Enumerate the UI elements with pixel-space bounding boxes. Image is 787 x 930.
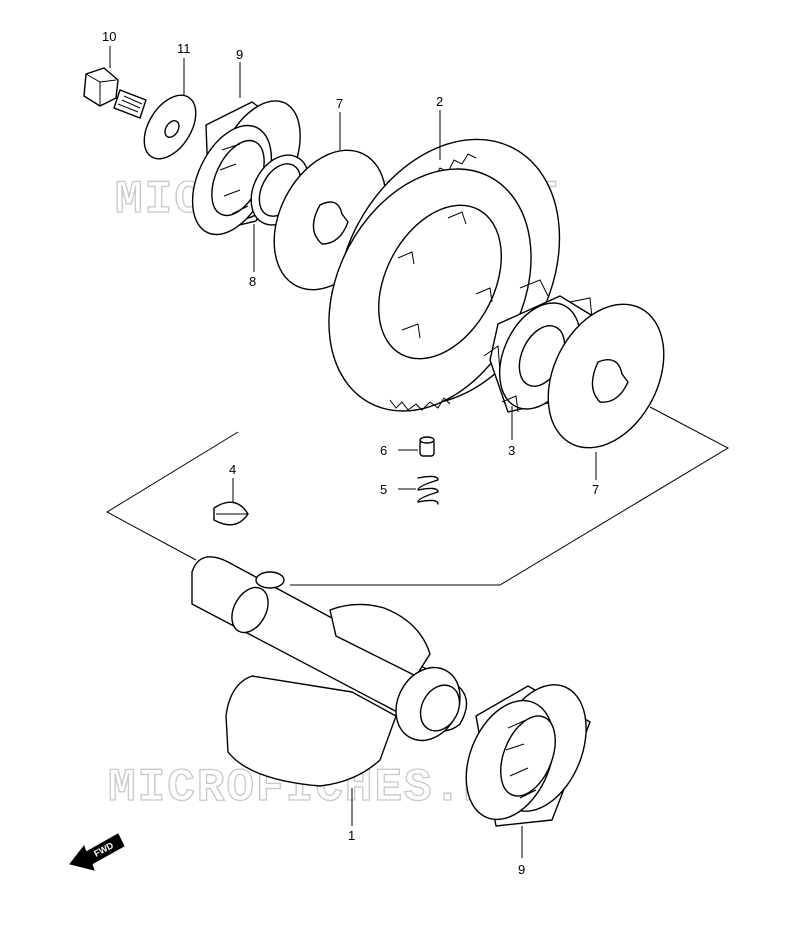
- part-pin: [419, 436, 435, 457]
- fwd-arrow-icon: FWD: [69, 833, 125, 871]
- label-part-3: 3: [508, 443, 515, 458]
- label-part-2: 2: [436, 94, 443, 109]
- label-part-7-top: 7: [336, 96, 343, 111]
- label-part-10: 10: [102, 29, 116, 44]
- label-part-8: 8: [249, 274, 256, 289]
- leader-lines: [109, 46, 597, 858]
- part-keyed-washer-bottom: [547, 303, 665, 449]
- label-part-1: 1: [348, 828, 355, 843]
- part-bolt: [83, 67, 147, 119]
- label-part-4: 4: [229, 462, 236, 477]
- part-bearing-bottom: [465, 684, 591, 827]
- label-part-9-top: 9: [236, 47, 243, 62]
- part-shaft: [191, 556, 468, 787]
- part-spring: [417, 475, 439, 505]
- label-part-11: 11: [177, 41, 191, 56]
- label-part-9-bottom: 9: [518, 862, 525, 877]
- assembly-plane: [105, 406, 730, 586]
- label-part-5: 5: [380, 482, 387, 497]
- part-key: [213, 501, 249, 526]
- label-part-6: 6: [380, 443, 387, 458]
- part-washer: [143, 94, 197, 160]
- label-part-7-bottom: 7: [592, 482, 599, 497]
